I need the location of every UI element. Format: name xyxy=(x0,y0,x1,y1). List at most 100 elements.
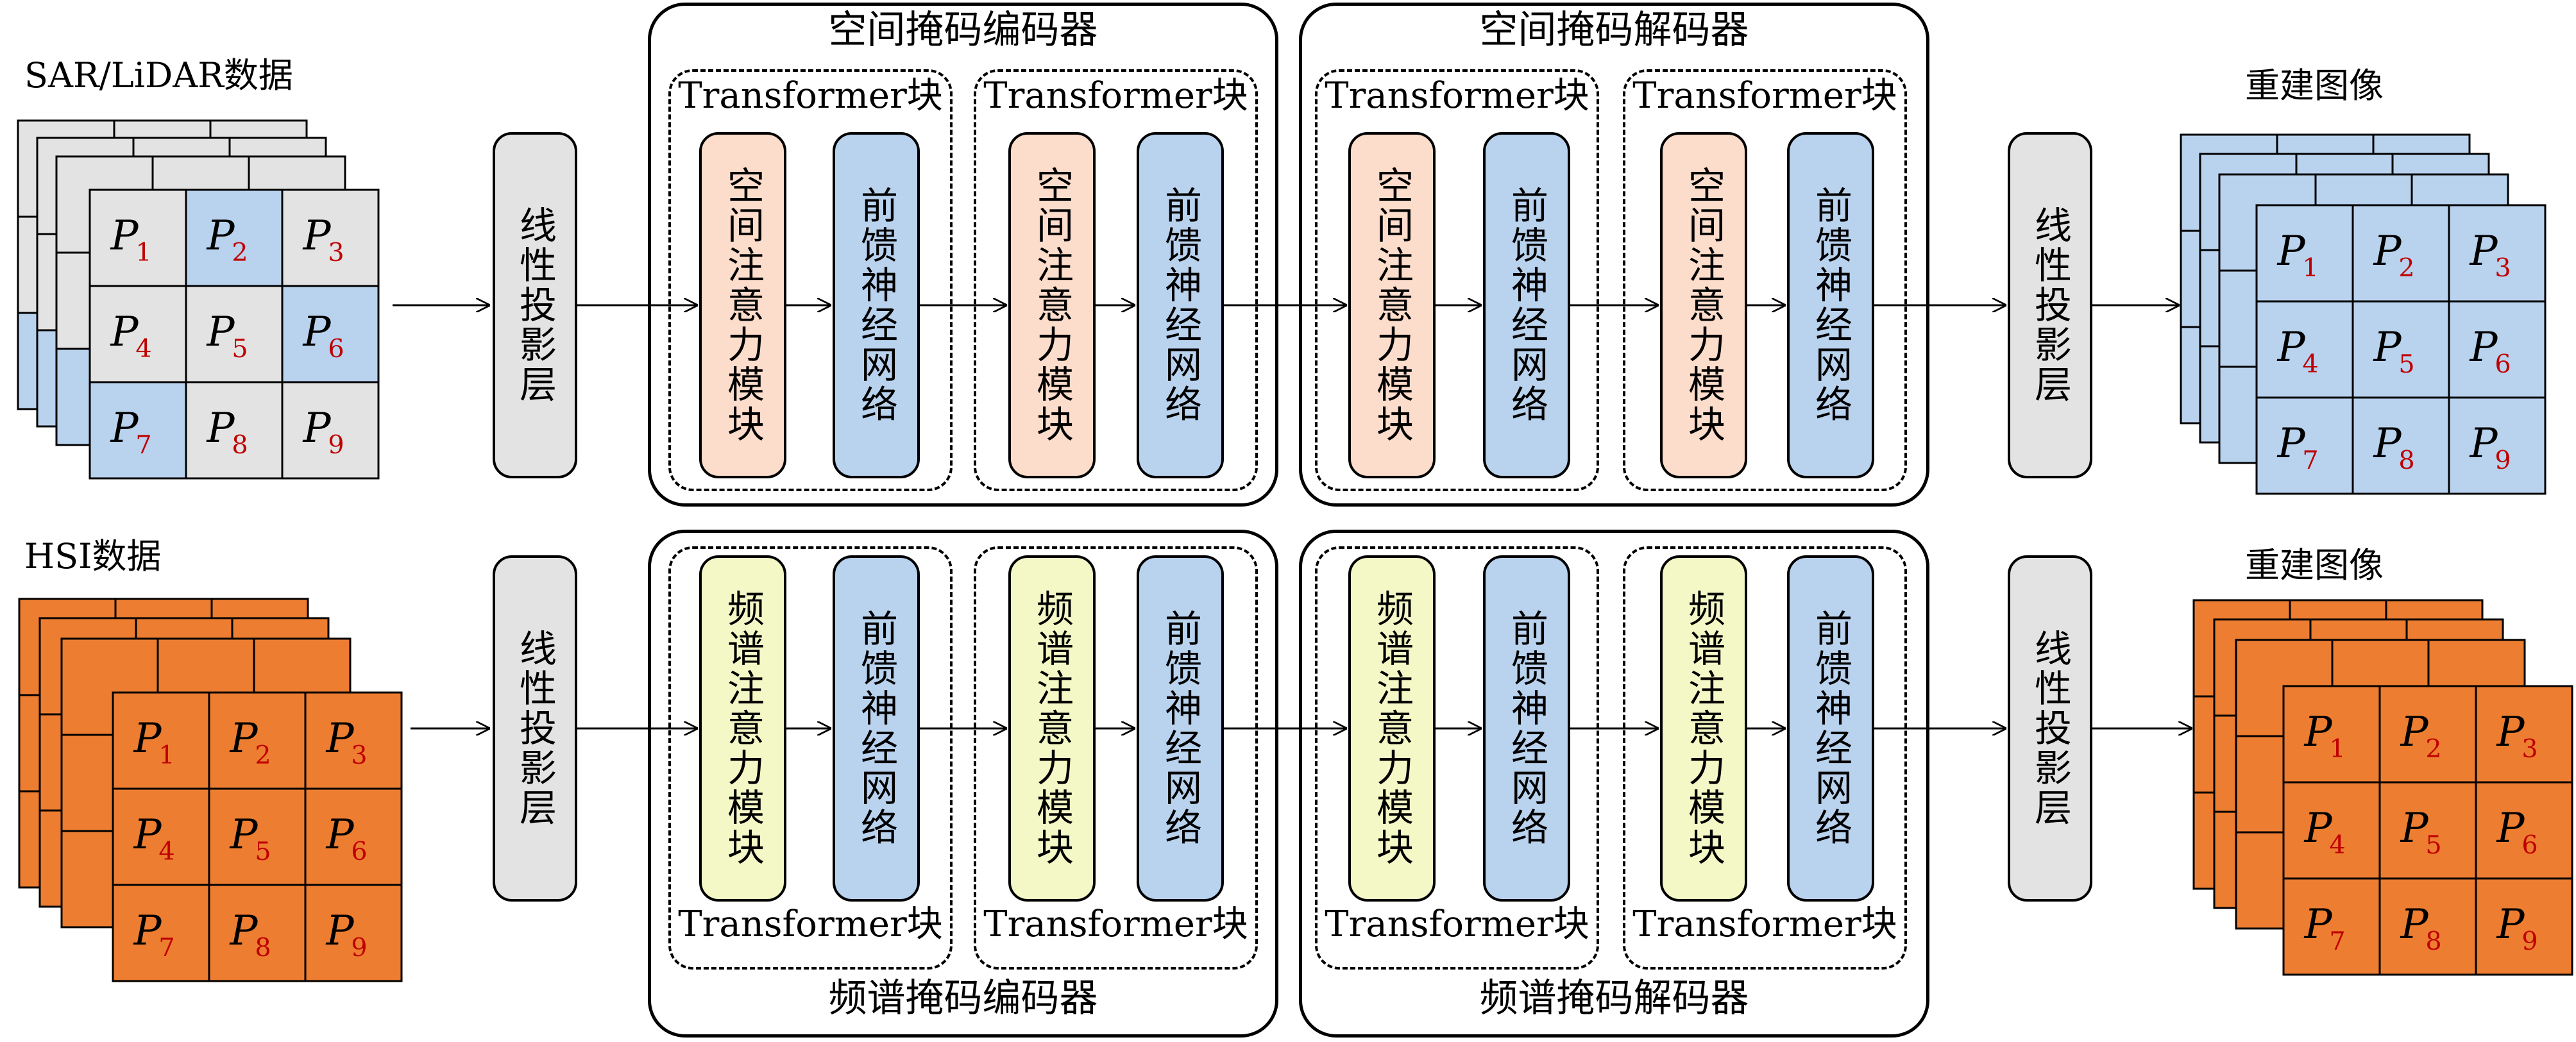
spatial-attention-module: 空间注意力模块 xyxy=(1660,132,1747,478)
linear-projection-input-top: 线性投影层 xyxy=(493,132,577,478)
patch-label: P xyxy=(133,907,162,955)
feed-forward-network: 前馈神经网络 xyxy=(1787,555,1874,902)
linear-projection-output-top: 线性投影层 xyxy=(2008,132,2092,478)
spatial-attention-module: 空间注意力模块 xyxy=(1008,132,1096,478)
transformer-block-spatial-enc-1 xyxy=(668,69,953,491)
spatial-attention-module: 空间注意力模块 xyxy=(1348,132,1436,478)
transformer-block-label: Transformer块 xyxy=(983,903,1248,945)
patch-label: P xyxy=(206,212,235,260)
front-layer-cell xyxy=(2282,877,2381,976)
patch-label: P xyxy=(302,405,331,452)
feed-forward-network: 前馈神经网络 xyxy=(833,132,920,478)
patch-subscript: 5 xyxy=(2398,349,2414,379)
front-layer-cell xyxy=(2255,300,2354,399)
transformer-block-label: Transformer块 xyxy=(983,75,1248,117)
patch-label: P xyxy=(229,715,258,762)
patch-subscript: 3 xyxy=(328,238,344,267)
patch-subscript: 5 xyxy=(232,334,248,364)
spectral-mask-decoder-box xyxy=(1299,530,1929,1038)
patch-subscript: 6 xyxy=(2521,830,2538,860)
patch-subscript: 7 xyxy=(2329,927,2345,956)
patch-label: P xyxy=(2303,709,2332,756)
transformer-block-label: Transformer块 xyxy=(678,903,943,945)
spatial-mask-decoder-box xyxy=(1299,3,1929,507)
spectral-attention-module: 频谱注意力模块 xyxy=(1660,555,1747,902)
front-layer-cell xyxy=(112,787,210,886)
patch-subscript: 2 xyxy=(2425,734,2441,764)
patch-subscript: 9 xyxy=(2521,927,2538,956)
spectral-mask-encoder-box xyxy=(648,530,1278,1038)
patch-subscript: 9 xyxy=(328,430,344,460)
patch-label: P xyxy=(229,811,258,859)
linear-projection-output-bottom: 线性投影层 xyxy=(2008,555,2092,902)
transformer-block-spatial-dec-2 xyxy=(1623,69,1907,491)
patch-label: P xyxy=(2469,324,2498,371)
patch-label: P xyxy=(302,212,331,260)
front-layer-cell xyxy=(2448,300,2546,399)
transformer-block-spatial-enc-2 xyxy=(974,69,1258,491)
front-layer-cell xyxy=(2378,781,2477,880)
patch-subscript: 6 xyxy=(351,837,367,866)
patch-label: P xyxy=(302,308,331,356)
patch-label: P xyxy=(2373,324,2402,371)
front-layer-cell xyxy=(112,691,210,790)
patch-subscript: 8 xyxy=(2425,927,2441,956)
patch-subscript: 4 xyxy=(2329,830,2345,860)
transformer-block-label: Transformer块 xyxy=(1632,75,1897,117)
spectral-mask-decoder-title: 频谱掩码解码器 xyxy=(1479,976,1749,1021)
patch-subscript: 4 xyxy=(135,334,151,364)
transformer-block-label: Transformer块 xyxy=(1325,903,1589,945)
front-layer-cell xyxy=(304,884,403,982)
spatial-mask-encoder-title: 空间掩码编码器 xyxy=(828,8,1098,53)
front-layer-cell xyxy=(112,884,210,982)
transformer-block-spectral-dec-1 xyxy=(1315,546,1599,970)
patch-label: P xyxy=(325,715,354,762)
patch-label: P xyxy=(325,907,354,955)
patch-label: P xyxy=(2303,805,2332,852)
front-layer-cell xyxy=(2255,204,2354,303)
patch-subscript: 8 xyxy=(2398,446,2414,475)
feed-forward-network: 前馈神经网络 xyxy=(1483,132,1570,478)
patch-label: P xyxy=(229,907,258,955)
front-layer-cell xyxy=(2448,204,2546,303)
reconstructed-image-label-top: 重建图像 xyxy=(2245,65,2384,106)
patch-label: P xyxy=(133,715,162,762)
patch-label: P xyxy=(2373,228,2402,275)
patch-subscript: 3 xyxy=(351,741,367,770)
front-layer-cell xyxy=(185,285,284,383)
transformer-block-spectral-enc-2 xyxy=(974,546,1258,970)
transformer-block-spatial-dec-1 xyxy=(1315,69,1599,491)
transformer-block-label: Transformer块 xyxy=(678,75,943,117)
patch-subscript: 5 xyxy=(255,837,271,866)
patch-label: P xyxy=(325,811,354,859)
front-layer-cell xyxy=(2282,685,2381,784)
patch-subscript: 9 xyxy=(2495,446,2511,475)
patch-subscript: 1 xyxy=(2329,734,2345,764)
feed-forward-network: 前馈神经网络 xyxy=(1787,132,1874,478)
transformer-block-spectral-dec-2 xyxy=(1623,546,1907,970)
front-layer-cell xyxy=(2378,877,2477,976)
front-layer-cell xyxy=(2475,877,2573,976)
front-layer-cell xyxy=(304,787,403,886)
patch-subscript: 1 xyxy=(2302,253,2318,283)
front-layer-cell xyxy=(2351,396,2450,495)
patch-label: P xyxy=(2496,805,2525,852)
hsi-input-label: HSI数据 xyxy=(24,536,162,576)
front-layer-cell xyxy=(185,381,284,480)
patch-label: P xyxy=(2400,901,2428,948)
patch-subscript: 9 xyxy=(351,933,367,962)
patch-label: P xyxy=(2303,901,2332,948)
patch-subscript: 6 xyxy=(328,334,344,364)
spectral-attention-module: 频谱注意力模块 xyxy=(699,555,786,902)
patch-subscript: 7 xyxy=(135,430,151,460)
patch-label: P xyxy=(2469,228,2498,275)
patch-subscript: 8 xyxy=(232,430,248,460)
patch-label: P xyxy=(2276,228,2305,275)
patch-label: P xyxy=(2496,901,2525,948)
patch-label: P xyxy=(2400,709,2428,756)
spectral-mask-encoder-title: 频谱掩码编码器 xyxy=(828,976,1098,1021)
